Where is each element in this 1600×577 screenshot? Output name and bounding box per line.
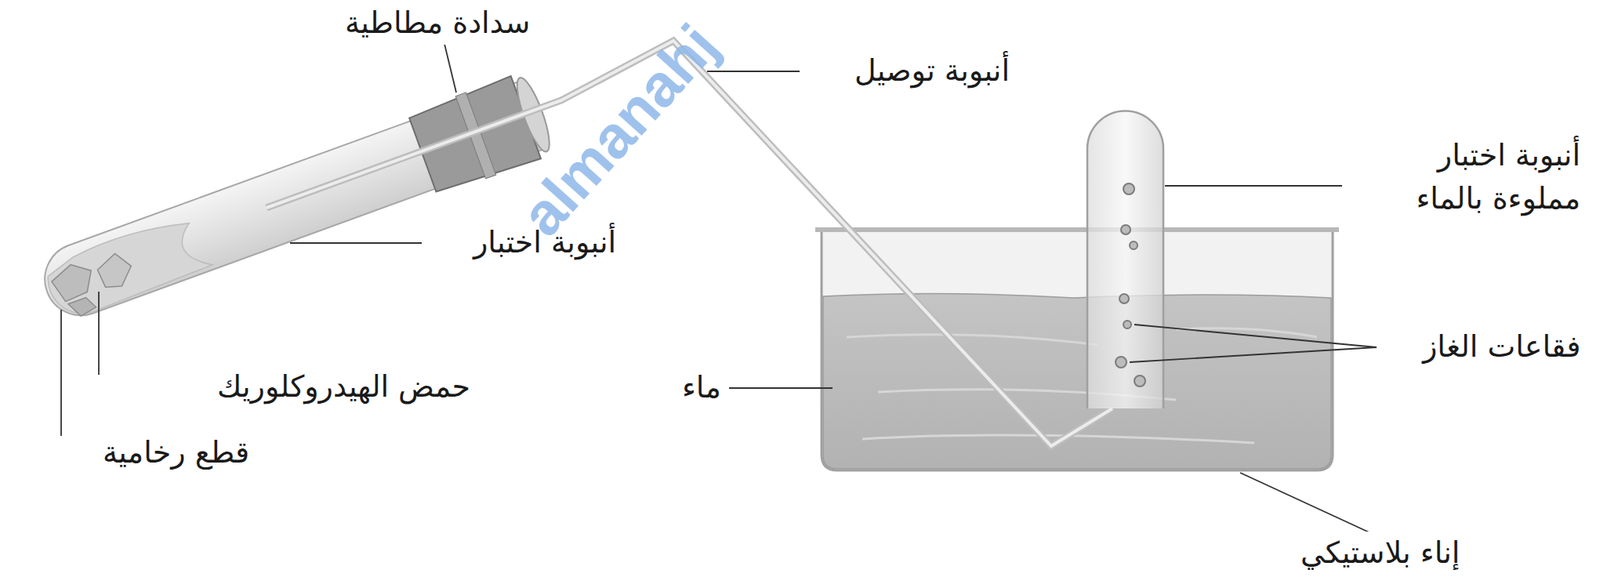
leader-lines bbox=[61, 40, 1385, 540]
water bbox=[823, 293, 1332, 469]
part-label: أنبوبة توصيل bbox=[851, 49, 1013, 93]
part-label: ماء bbox=[678, 366, 725, 410]
part-label: سدادة مطاطية bbox=[341, 1, 534, 45]
part-label: فقاعات الغاز bbox=[1419, 325, 1584, 369]
test-tube bbox=[32, 70, 558, 334]
gas-bubbles bbox=[1115, 183, 1146, 387]
marble-chip bbox=[48, 258, 98, 304]
acid bbox=[40, 210, 214, 323]
collecting-tube bbox=[1087, 111, 1164, 410]
marble-chip bbox=[68, 295, 98, 320]
part-label: حمض الهيدروكلوريك bbox=[214, 365, 474, 409]
part-label: أنبوبة اختبار مملوءة بالماء bbox=[1342, 134, 1584, 221]
marble-chip bbox=[94, 250, 137, 293]
part-label: إناء بلاستيكي bbox=[1297, 531, 1463, 575]
part-label: قطع رخامية bbox=[99, 431, 253, 475]
